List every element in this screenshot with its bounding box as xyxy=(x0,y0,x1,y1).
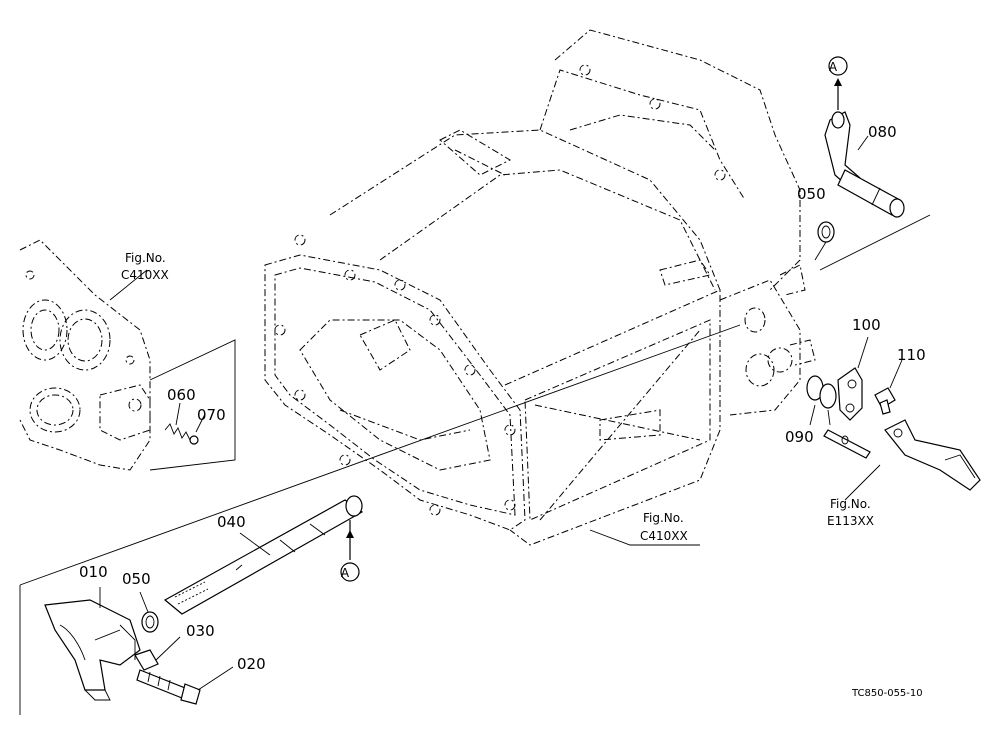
part-100-gasket-plate xyxy=(837,367,863,421)
part-020-bolt xyxy=(136,669,201,705)
label-070: 070 xyxy=(197,406,226,424)
label-100: 100 xyxy=(852,316,881,334)
ref-a-upper-text: A xyxy=(829,60,838,74)
leader-left-fig xyxy=(109,269,148,301)
figref-left-line1: Fig.No. xyxy=(125,251,166,265)
leader-020 xyxy=(197,666,234,691)
figref-left-line2: C410XX xyxy=(121,268,169,282)
ref-a-arrow-upper xyxy=(828,56,848,110)
label-020: 020 xyxy=(237,655,266,673)
frame-line-lower xyxy=(19,324,741,586)
ref-a-lower-text: A xyxy=(341,566,350,580)
part-090-o-rings xyxy=(806,375,837,409)
part-110-bolt xyxy=(874,387,896,415)
leader-right-fig xyxy=(844,464,881,501)
label-080: 080 xyxy=(868,123,897,141)
part-050-circlip-lower xyxy=(141,611,159,633)
label-030: 030 xyxy=(186,622,215,640)
label-040: 040 xyxy=(217,513,246,531)
ref-a-arrow-lower xyxy=(340,520,360,582)
label-050-upper: 050 xyxy=(797,185,826,203)
leader-110 xyxy=(889,359,903,389)
figref-center-line1: Fig.No. xyxy=(643,511,684,525)
part-040-shift-rod xyxy=(163,495,364,615)
part-030-lock-plate xyxy=(134,649,159,671)
leader-050-upper xyxy=(814,241,827,261)
transmission-case xyxy=(264,29,816,546)
label-060: 060 xyxy=(167,386,196,404)
part-010-shift-fork xyxy=(44,599,141,701)
label-010: 010 xyxy=(79,563,108,581)
detail-box-left xyxy=(149,339,236,471)
leader-050-lower xyxy=(139,591,149,613)
leader-030 xyxy=(155,636,181,661)
leader-100 xyxy=(857,336,869,369)
figref-right-line2: E113XX xyxy=(827,514,874,528)
part-050-circlip-upper xyxy=(817,221,835,243)
part-080-arm-shaft xyxy=(824,111,905,218)
leader-center-fig xyxy=(589,529,700,546)
label-110: 110 xyxy=(897,346,926,364)
lever-assembly xyxy=(823,419,981,491)
leader-080 xyxy=(857,135,869,151)
left-housing xyxy=(19,239,151,471)
frame-line-right xyxy=(819,214,931,271)
part-060-spring xyxy=(164,423,191,441)
drawing-code: TC850-055-10 xyxy=(851,688,923,699)
leader-060 xyxy=(175,402,181,426)
leader-090 xyxy=(809,404,831,426)
part-070-ball xyxy=(189,435,199,445)
leader-040 xyxy=(239,532,271,556)
leader-070 xyxy=(195,413,206,433)
figref-right-line1: Fig.No. xyxy=(830,497,871,511)
label-090: 090 xyxy=(785,428,814,446)
label-050-lower: 050 xyxy=(122,570,151,588)
figref-center-line2: C410XX xyxy=(640,529,688,543)
